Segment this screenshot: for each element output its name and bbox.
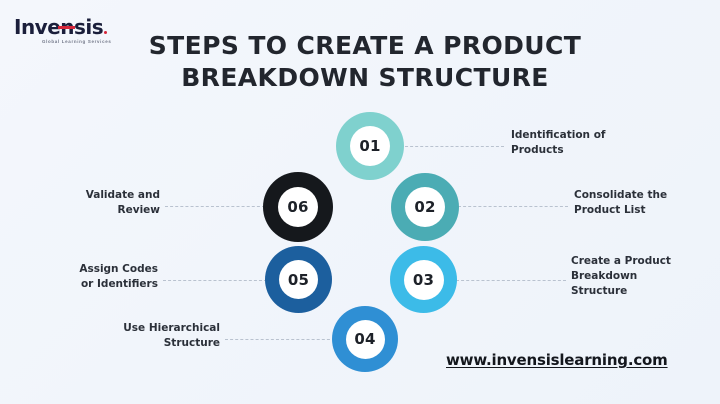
connector-line-01 (400, 146, 504, 147)
step-label-06-line-1: Validate and (85, 189, 160, 201)
step-label-02-line-2: Product List (574, 203, 646, 216)
step-label-04-line-1: Use Hierarchical (123, 322, 220, 334)
step-label-03: Create a Product Breakdown Structure (571, 254, 711, 299)
step-number-text-01: 01 (359, 137, 381, 155)
step-label-03-line-2: Breakdown (571, 269, 638, 282)
step-circle-05[interactable]: 05 (265, 246, 332, 313)
step-number-04: 04 (345, 319, 385, 359)
step-circle-02[interactable]: 02 (391, 173, 459, 241)
step-circle-04[interactable]: 04 (332, 306, 398, 372)
connector-line-04 (225, 339, 335, 340)
connector-line-03 (456, 280, 566, 281)
step-label-03-line-1: Create a Product (571, 255, 671, 267)
connector-line-05 (163, 280, 267, 281)
step-label-05: Assign Codes or Identifiers (18, 262, 158, 292)
logo-tagline: Global Learning Services (42, 39, 112, 44)
step-label-01-line-1: Identification of (511, 129, 606, 141)
step-label-05-line-2: or Identifiers (80, 277, 158, 290)
step-label-02: Consolidate the Product List (574, 188, 714, 218)
step-label-04: Use Hierarchical Structure (80, 321, 220, 351)
step-label-04-line-2: Structure (163, 336, 220, 349)
step-number-03: 03 (403, 259, 444, 300)
step-label-05-line-1: Assign Codes (79, 263, 158, 275)
step-number-text-02: 02 (414, 198, 436, 216)
connector-line-06 (165, 206, 265, 207)
logo-dot-icon (104, 31, 108, 34)
page-title: STEPS TO CREATE A PRODUCT BREAKDOWN STRU… (140, 30, 590, 94)
logo-red-bar-icon (58, 26, 75, 29)
step-circle-03[interactable]: 03 (390, 246, 457, 313)
step-number-text-04: 04 (354, 330, 376, 348)
step-circle-06[interactable]: 06 (263, 172, 333, 242)
step-number-05: 05 (279, 260, 318, 299)
page-title-line-2: BREAKDOWN STRUCTURE (181, 63, 549, 92)
website-url[interactable]: www.invensislearning.com (446, 351, 668, 369)
page-title-line-1: STEPS TO CREATE A PRODUCT (148, 31, 582, 60)
connector-line-02 (458, 206, 568, 207)
step-label-06-line-2: Review (117, 203, 160, 216)
logo-wordmark: Invensis (14, 17, 122, 37)
step-number-text-05: 05 (287, 270, 310, 289)
step-label-02-line-1: Consolidate the (574, 189, 668, 201)
step-number-01: 01 (350, 126, 390, 166)
step-label-06: Validate and Review (20, 188, 160, 218)
step-number-02: 02 (405, 187, 445, 227)
step-number-text-03: 03 (412, 270, 435, 289)
invensis-logo: Invensis Global Learning Services (14, 17, 122, 44)
step-number-06: 06 (278, 187, 318, 227)
step-number-text-06: 06 (287, 198, 309, 216)
step-circle-01[interactable]: 01 (336, 112, 404, 180)
step-label-03-line-3: Structure (571, 284, 628, 297)
step-label-01: Identification of Products (511, 128, 691, 158)
step-label-01-line-2: Products (511, 143, 564, 156)
